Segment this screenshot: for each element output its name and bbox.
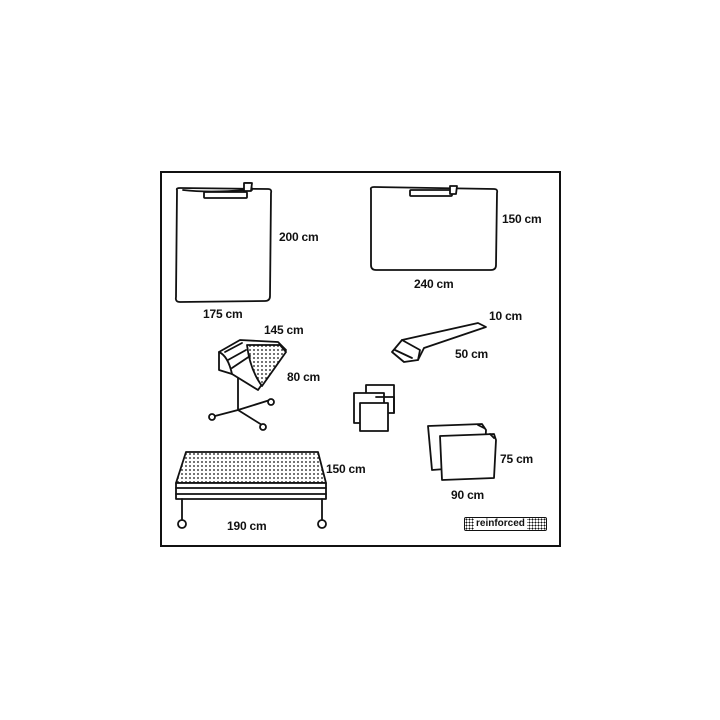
- towel-length-label: 50 cm: [455, 347, 489, 361]
- drape-2-illustration: [369, 185, 499, 271]
- table-cover-length-label: 190 cm: [227, 519, 267, 533]
- pads-illustration: [427, 423, 497, 481]
- mayo-cover-length-label: 80 cm: [287, 370, 321, 384]
- mayo-stand-cover-illustration: [208, 339, 287, 431]
- diagram-frame: [160, 171, 561, 547]
- drape-1-height-label: 200 cm: [279, 230, 319, 244]
- small-towels-illustration: [353, 384, 395, 432]
- pads-width-label: 90 cm: [451, 488, 485, 502]
- pads-height-label: 75 cm: [500, 452, 534, 466]
- drape-2-height-label: 150 cm: [502, 212, 542, 226]
- towel-width-label: 10 cm: [489, 309, 523, 323]
- reinforced-badge: reinforced: [464, 517, 547, 531]
- reinforced-badge-label: reinforced: [474, 518, 527, 530]
- drape-1-width-label: 175 cm: [203, 307, 243, 321]
- mayo-cover-width-label: 145 cm: [264, 323, 304, 337]
- table-cover-illustration: [175, 451, 327, 529]
- drape-2-width-label: 240 cm: [414, 277, 454, 291]
- drape-1-illustration: [174, 182, 273, 303]
- towel-illustration: [391, 322, 487, 363]
- table-cover-width-label: 150 cm: [326, 462, 366, 476]
